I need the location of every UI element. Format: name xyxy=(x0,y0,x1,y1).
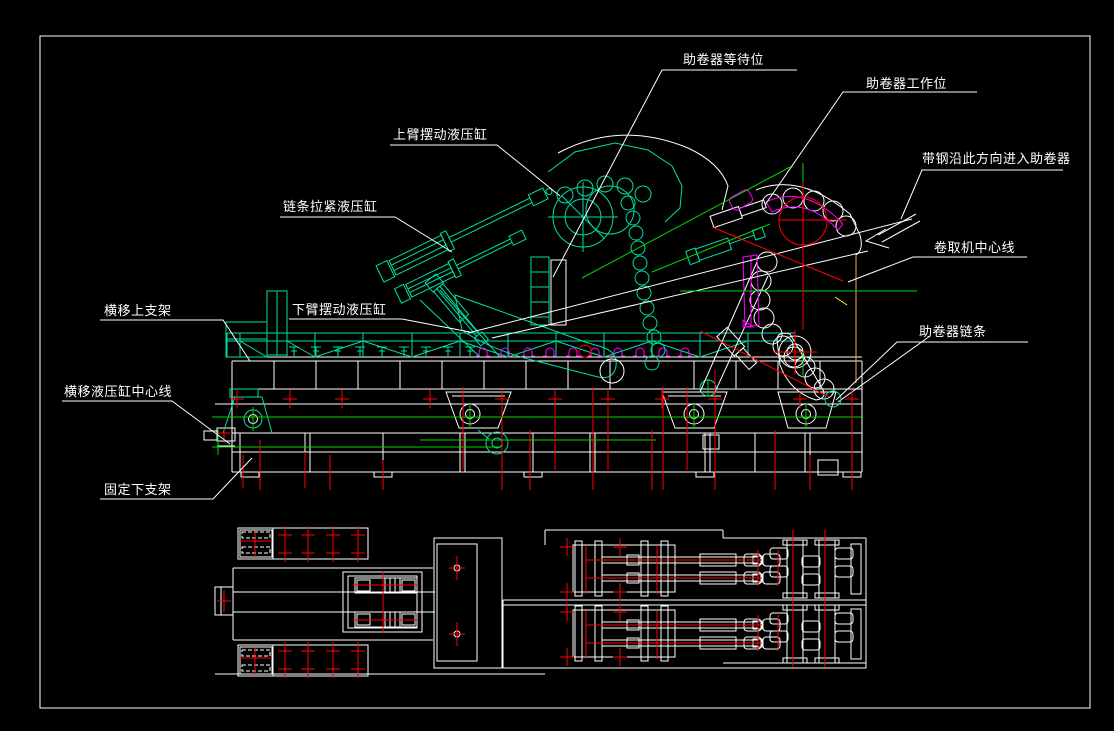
label-fixed-lower-support: 固定下支架 xyxy=(104,483,172,498)
leader-traverse-cylinder-centerline xyxy=(62,400,231,445)
aux-yellow-line xyxy=(834,296,848,306)
label-coiler-centerline: 卷取机中心线 xyxy=(934,241,1016,256)
sheet-border xyxy=(39,35,1091,709)
strip-pass-lines xyxy=(467,213,921,339)
strip-entry-arrow-icon xyxy=(864,228,890,249)
plan-view xyxy=(214,525,867,679)
leader-strip-entry-direction xyxy=(900,169,1063,220)
green-centerlines xyxy=(212,163,917,455)
label-strip-entry-direction: 带钢沿此方向进入助卷器 xyxy=(922,152,1071,167)
guide-plate-outline xyxy=(550,259,567,326)
label-wrapper-waiting-position: 助卷器等待位 xyxy=(683,53,765,68)
plan-row-centerlines xyxy=(559,530,826,602)
upper-arm-swing-cylinder-part xyxy=(375,187,553,283)
plan-red-marks xyxy=(217,525,465,679)
working-chain-tension-cylinder xyxy=(685,226,766,266)
label-wrapper-chain: 助卷器链条 xyxy=(919,325,987,340)
leader-wrapper-working-position xyxy=(764,91,977,206)
chain-end-roller xyxy=(824,390,842,408)
leader-wrapper-chain xyxy=(835,341,1028,401)
wrapper-waiting-assembly xyxy=(454,142,683,378)
arm-pivot xyxy=(599,358,625,384)
leader-upper-arm-swing-cylinder xyxy=(390,144,561,197)
label-traverse-cylinder-centerline: 横移液压缸中心线 xyxy=(64,385,173,400)
label-lower-arm-swing-cylinder: 下臂摆动液压缸 xyxy=(292,303,387,318)
leader-lower-arm-swing-cylinder xyxy=(289,318,471,333)
label-chain-tension-cylinder: 链条拉紧液压缸 xyxy=(283,200,378,215)
wrapper-waiting-outline xyxy=(557,134,729,211)
red-center-marks xyxy=(218,182,860,490)
leader-fixed-lower-support xyxy=(100,457,253,500)
leader-chain-tension-cylinder xyxy=(280,216,453,253)
leader-wrapper-waiting-position xyxy=(552,69,797,278)
leader-coiler-centerline xyxy=(847,256,1027,283)
chain-tension-cylinder-part xyxy=(393,229,527,304)
label-traverse-upper-support: 横移上支架 xyxy=(104,304,172,319)
leader-traverse-upper-support xyxy=(100,319,251,362)
working-cylinder-outline xyxy=(709,199,767,229)
label-wrapper-working-position: 助卷器工作位 xyxy=(866,77,948,92)
label-upper-arm-swing-cylinder: 上臂摆动液压缸 xyxy=(393,128,488,143)
plan-row-structure xyxy=(572,539,862,599)
wrapper-working-assembly xyxy=(699,184,931,403)
label-leader-lines xyxy=(62,69,1063,500)
plan-structure xyxy=(214,527,867,677)
